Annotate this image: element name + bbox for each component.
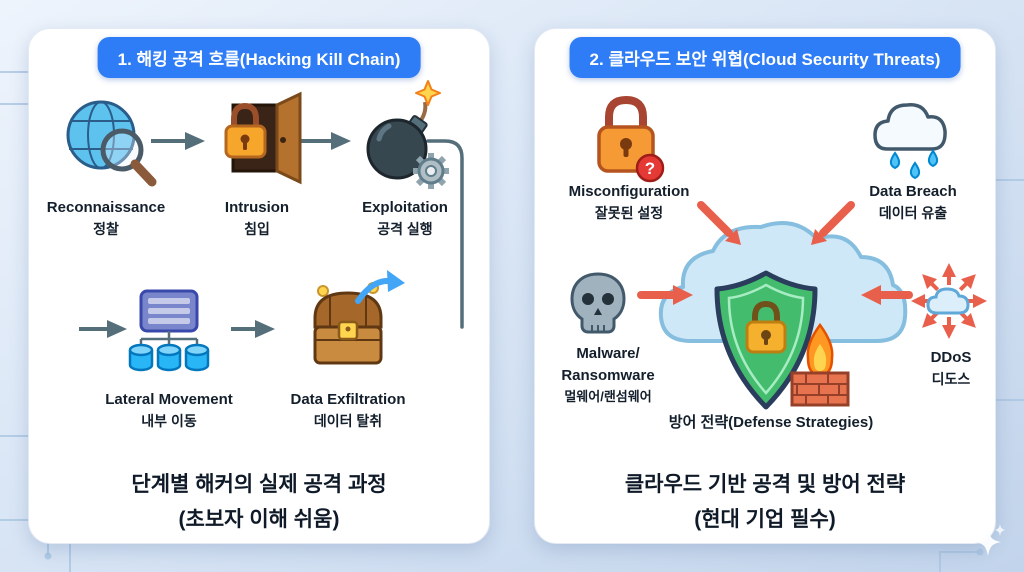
kill-chain-header: 1. 해킹 공격 흐름(Hacking Kill Chain) <box>97 37 421 78</box>
label-reconnaissance: Reconnaissance 정찰 <box>47 197 165 240</box>
kill-chain-caption: 단계별 해커의 실제 공격 과정 (초보자 이해 쉬움) <box>29 467 489 537</box>
caption-line2: (현대 기업 필수) <box>694 508 836 531</box>
label-exploitation: Exploitation 공격 실행 <box>362 197 448 240</box>
skull-icon <box>570 272 626 334</box>
label-ddos: DDoS 디도스 <box>931 347 972 390</box>
kill-chain-panel: 1. 해킹 공격 흐름(Hacking Kill Chain) <box>28 28 490 544</box>
kill-chain-graphics <box>66 80 464 372</box>
threat-korean: 데이터 유출 <box>878 205 948 221</box>
label-data-breach: Data Breach 데이터 유출 <box>869 181 957 224</box>
threat-korean: 멀웨어/랜섬웨어 <box>564 389 652 404</box>
threat-name: Malware/ <box>576 345 640 362</box>
step-name: Reconnaissance <box>46 199 166 216</box>
threat-korean: 디도스 <box>931 371 971 387</box>
caption-line2: (초보자 이해 쉬움) <box>178 508 340 531</box>
label-lateral-movement: Lateral Movement 내부 이동 <box>105 389 233 432</box>
step-korean: 공격 실행 <box>377 221 433 237</box>
server-database-icon <box>128 289 210 372</box>
step-korean: 침입 <box>244 221 270 237</box>
globe-magnifier-icon <box>66 100 157 187</box>
threat-name: DDoS <box>930 349 972 366</box>
sparkle-icon <box>975 524 1005 556</box>
bomb-gear-icon <box>366 80 449 189</box>
question-mark-badge: ? <box>645 159 655 178</box>
step-korean: 정찰 <box>93 221 119 237</box>
step-name: Data Exfiltration <box>290 391 406 408</box>
step-name: Lateral Movement <box>105 391 233 408</box>
threat-name: Data Breach <box>869 183 957 200</box>
step-name: Intrusion <box>224 199 290 216</box>
flow-connector <box>426 139 464 329</box>
door-lock-icon <box>224 91 302 185</box>
label-data-exfiltration: Data Exfiltration 데이터 탈취 <box>290 389 405 432</box>
threat-name: Misconfiguration <box>568 183 690 200</box>
cloud-threats-header: 2. 클라우드 보안 위협(Cloud Security Threats) <box>569 37 961 78</box>
treasure-chest-icon <box>313 270 405 365</box>
flow-arrows <box>79 132 351 338</box>
label-malware-ransomware: Malware/ Ransomware 멀웨어/랜섬웨어 <box>561 343 654 406</box>
step-name: Exploitation <box>362 199 448 216</box>
caption-line1: 단계별 해커의 실제 공격 과정 <box>131 473 387 496</box>
firewall-icon <box>790 322 850 407</box>
rain-cloud-icon <box>873 103 947 180</box>
step-korean: 내부 이동 <box>141 413 197 429</box>
cloud-threats-panel: 2. 클라우드 보안 위협(Cloud Security Threats) ? <box>534 28 996 544</box>
threat-name: Ransomware <box>561 367 655 384</box>
caption-line1: 클라우드 기반 공격 및 방어 전략 <box>624 473 906 496</box>
step-korean: 데이터 탈취 <box>313 413 383 429</box>
attack-arrows <box>637 201 913 305</box>
label-misconfiguration: Misconfiguration 잘못된 설정 <box>569 181 690 224</box>
label-intrusion: Intrusion 침입 <box>225 197 289 240</box>
threat-korean: 잘못된 설정 <box>594 205 664 221</box>
cloud-threats-caption: 클라우드 기반 공격 및 방어 전략 (현대 기업 필수) <box>535 467 995 537</box>
cloud-threats-graphics: ? <box>570 95 987 410</box>
defense-strategies-label: 방어 전략(Defense Strategies) <box>668 414 874 431</box>
misconfiguration-lock-icon: ? <box>597 95 665 183</box>
ddos-icon <box>911 263 987 339</box>
